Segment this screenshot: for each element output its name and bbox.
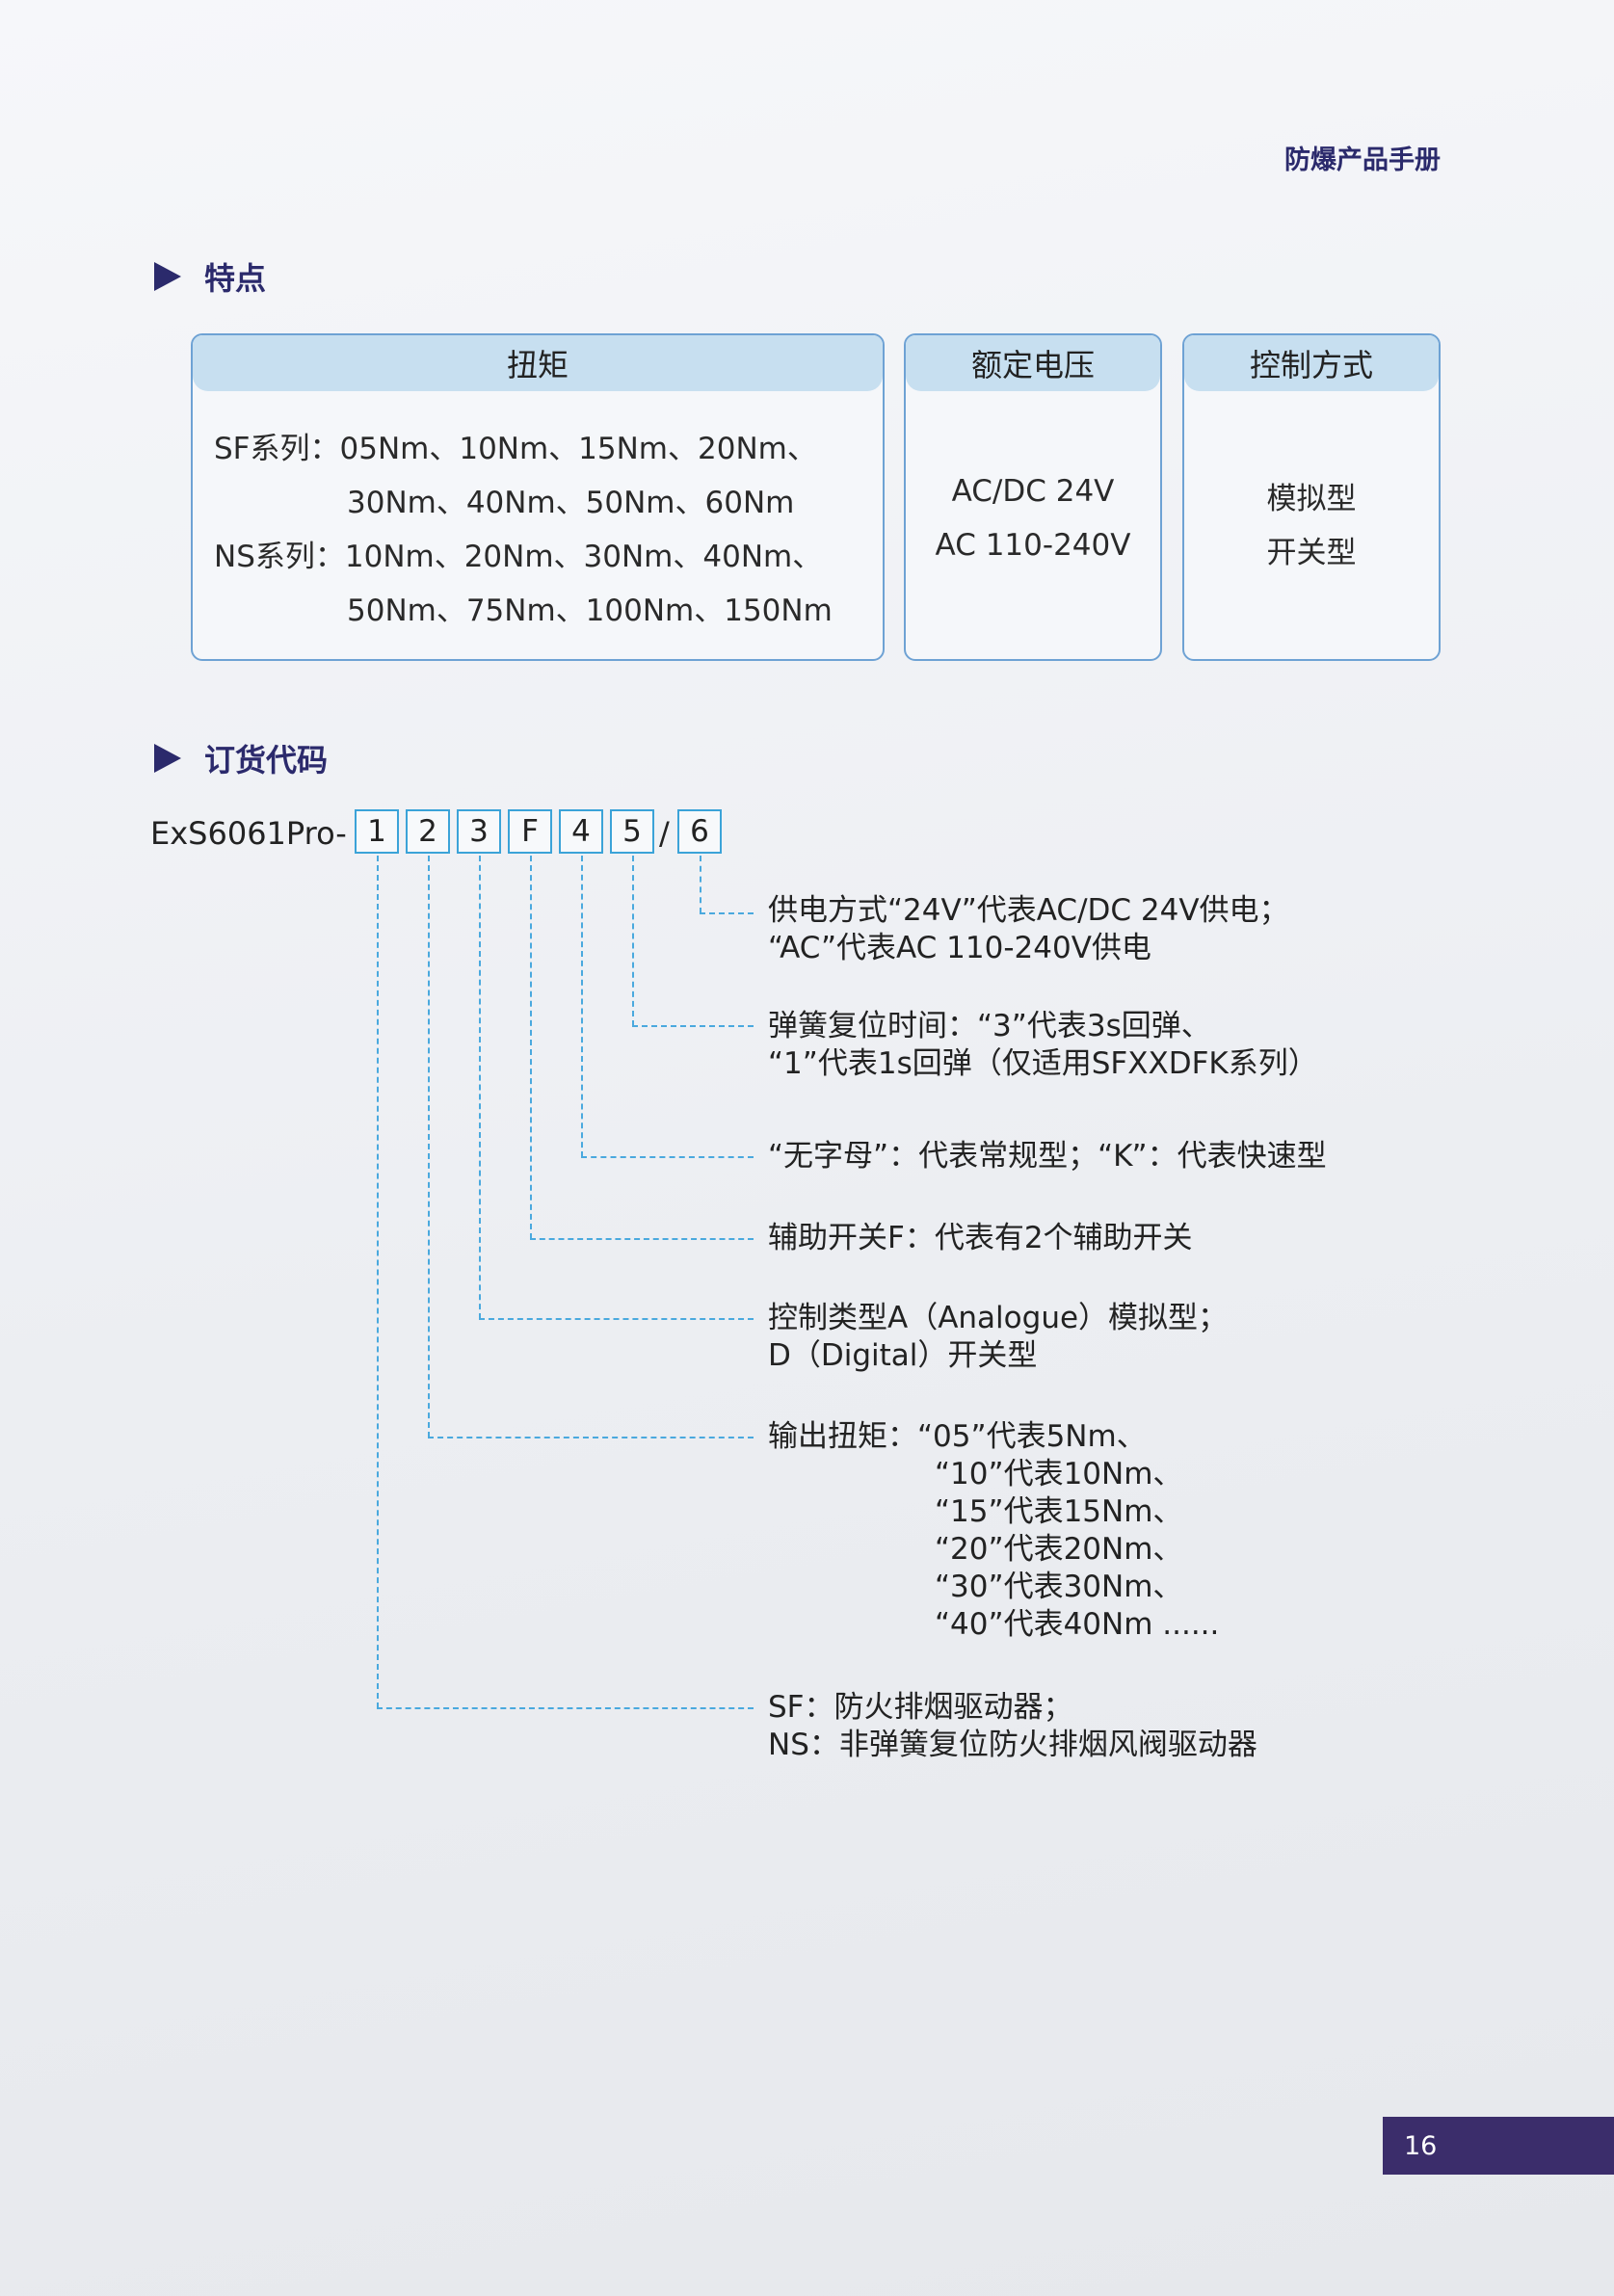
connector-2-horizontal	[428, 1437, 754, 1438]
code-box-5: 5	[610, 809, 654, 854]
connector-5-vertical	[632, 856, 634, 1026]
handbook-title: 防爆产品手册	[1284, 145, 1441, 175]
connector-3-horizontal	[479, 1318, 754, 1320]
torque-line-1: SF系列：05Nm、10Nm、15Nm、20Nm、	[214, 432, 817, 466]
torque-card: 扭矩 SF系列：05Nm、10Nm、15Nm、20Nm、 30Nm、40Nm、5…	[191, 333, 885, 661]
code-box-4: 4	[559, 809, 603, 854]
torque-line-3: NS系列：10Nm、20Nm、30Nm、40Nm、	[214, 540, 823, 574]
desc-line: NS：非弹簧复位防火排烟风阀驱动器	[768, 1728, 1257, 1762]
desc-spring-return: 弹簧复位时间：“3”代表3s回弹、 “1”代表1s回弹（仅适用SFXXDFK系列…	[768, 1008, 1318, 1083]
desc-control-type: 控制类型A（Analogue）模拟型； D（Digital）开关型	[768, 1300, 1228, 1375]
voltage-card: 额定电压 AC/DC 24V AC 110-240V	[904, 333, 1162, 661]
code-box-6: 6	[677, 809, 722, 854]
features-section-title: 特点	[154, 254, 266, 299]
desc-line: “30”代表30Nm、	[935, 1570, 1183, 1604]
model-prefix: ExS6061Pro-	[150, 815, 347, 852]
desc-line: “10”代表10Nm、	[935, 1457, 1183, 1491]
desc-aux-switch: 辅助开关F：代表有2个辅助开关	[768, 1220, 1193, 1257]
desc-line: “无字母”：代表常规型；“K”：代表快速型	[768, 1139, 1327, 1174]
connector-1-horizontal	[377, 1707, 754, 1709]
desc-line: “AC”代表AC 110-240V供电	[768, 931, 1151, 965]
desc-speed-type: “无字母”：代表常规型；“K”：代表快速型	[768, 1138, 1327, 1175]
desc-output-torque: 输出扭矩：“05”代表5Nm、 “10”代表10Nm、 “15”代表15Nm、 …	[768, 1418, 1219, 1644]
connector-6-vertical	[700, 856, 701, 913]
connector-4-horizontal	[581, 1156, 754, 1158]
code-box-1: 1	[355, 809, 399, 854]
connector-2-vertical	[428, 856, 430, 1438]
control-card-header: 控制方式	[1184, 335, 1439, 391]
desc-line: 输出扭矩：“05”代表5Nm、	[768, 1419, 1147, 1454]
desc-line: 辅助开关F：代表有2个辅助开关	[768, 1221, 1193, 1255]
desc-series: SF：防火排烟驱动器； NS：非弹簧复位防火排烟风阀驱动器	[768, 1689, 1257, 1764]
control-line-2: 开关型	[1266, 536, 1357, 570]
ordering-section-title: 订货代码	[154, 736, 328, 780]
connector-f-vertical	[530, 856, 532, 1239]
code-box-2: 2	[406, 809, 450, 854]
voltage-card-header: 额定电压	[906, 335, 1160, 391]
code-slash: /	[659, 815, 670, 852]
desc-line: “20”代表20Nm、	[935, 1532, 1183, 1567]
voltage-line-1: AC/DC 24V	[951, 474, 1115, 509]
desc-line: “40”代表40Nm ......	[935, 1607, 1220, 1642]
connector-3-vertical	[479, 856, 481, 1319]
connector-1-vertical	[377, 856, 379, 1708]
triangle-bullet-icon	[154, 744, 181, 773]
features-title-text: 特点	[204, 260, 267, 297]
desc-line: SF：防火排烟驱动器；	[768, 1690, 1073, 1725]
code-box-f: F	[508, 809, 552, 854]
torque-line-4: 50Nm、75Nm、100Nm、150Nm	[347, 594, 833, 628]
connector-f-horizontal	[530, 1238, 754, 1240]
desc-power-supply: 供电方式“24V”代表AC/DC 24V供电； “AC”代表AC 110-240…	[768, 892, 1289, 967]
voltage-line-2: AC 110-240V	[935, 528, 1131, 563]
desc-line: “1”代表1s回弹（仅适用SFXXDFK系列）	[768, 1046, 1318, 1081]
page-number: 16	[1383, 2117, 1614, 2175]
desc-line: 控制类型A（Analogue）模拟型；	[768, 1301, 1229, 1335]
connector-6-horizontal	[700, 912, 754, 914]
code-box-3: 3	[457, 809, 501, 854]
control-line-1: 模拟型	[1266, 482, 1357, 516]
torque-line-2: 30Nm、40Nm、50Nm、60Nm	[347, 486, 795, 520]
torque-card-header: 扭矩	[193, 335, 883, 391]
desc-line: D（Digital）开关型	[768, 1338, 1038, 1373]
ordering-title-text: 订货代码	[204, 742, 329, 779]
control-card: 控制方式 模拟型 开关型	[1182, 333, 1441, 661]
desc-line: “15”代表15Nm、	[935, 1494, 1183, 1529]
triangle-bullet-icon	[154, 262, 181, 291]
connector-5-horizontal	[632, 1025, 754, 1027]
desc-line: 弹簧复位时间：“3”代表3s回弹、	[768, 1009, 1211, 1043]
connector-4-vertical	[581, 856, 583, 1157]
desc-line: 供电方式“24V”代表AC/DC 24V供电；	[768, 893, 1289, 928]
